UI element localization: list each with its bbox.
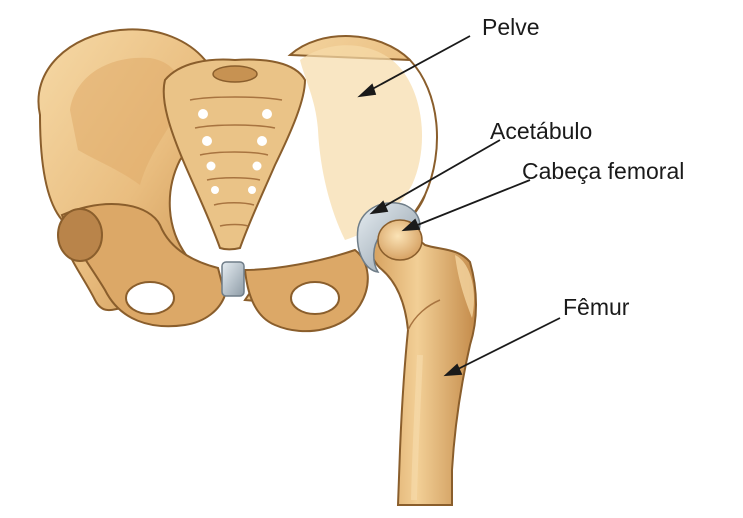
right-obturator-foramen (291, 282, 339, 314)
pubic-symphysis (222, 262, 244, 296)
femur-label: Fêmur (563, 296, 629, 319)
acetabulum-label: Acetábulo (490, 120, 592, 143)
left-acetabulum (58, 209, 102, 261)
left-obturator-foramen (126, 282, 174, 314)
pelvis-label: Pelve (482, 16, 540, 39)
femoral-head-label: Cabeça femoral (522, 160, 684, 183)
sacrum (164, 60, 305, 250)
